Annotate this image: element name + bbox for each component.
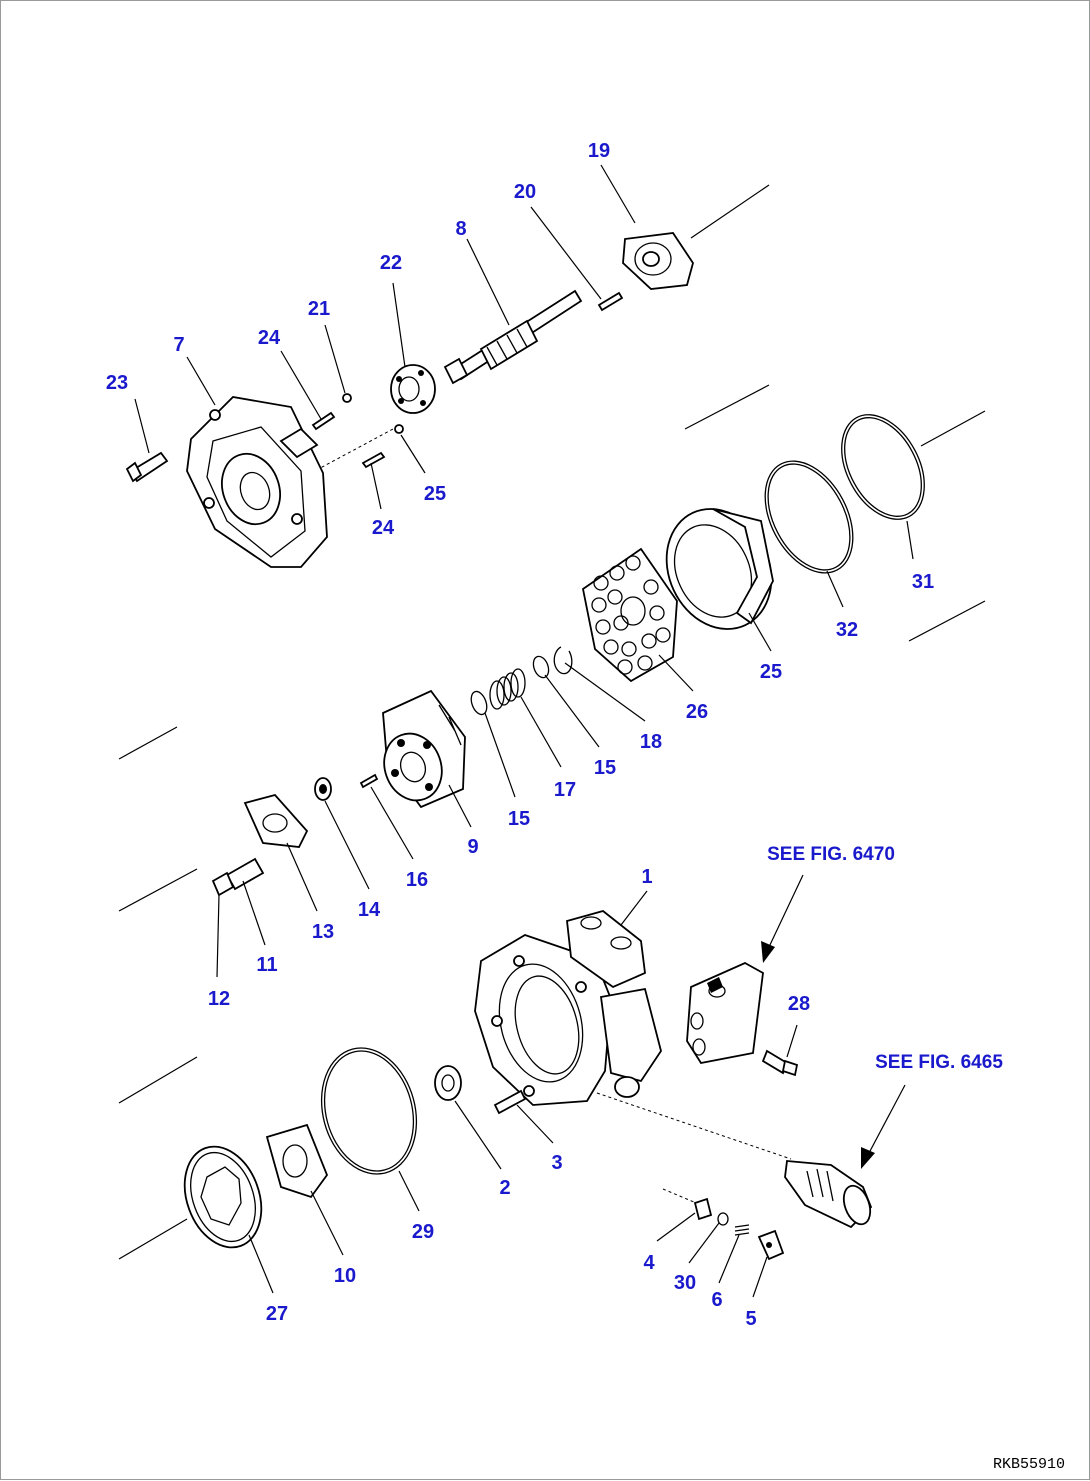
- part-25-retainer: [665, 508, 774, 630]
- part-27-brake-disc: [183, 1145, 263, 1249]
- callout-7: 7: [173, 334, 184, 356]
- part-21-ring: [342, 393, 352, 403]
- callout-4: 4: [643, 1252, 655, 1274]
- part-14-washer: [314, 777, 332, 801]
- callout-3: 3: [551, 1152, 562, 1174]
- part-30-o-ring: [717, 1212, 729, 1226]
- part-16-pin: [359, 773, 379, 789]
- part-25-ring: [394, 424, 404, 434]
- part-6-spring: [734, 1224, 750, 1236]
- callout-27: 27: [266, 1303, 288, 1325]
- leader-lines: [134, 164, 914, 1298]
- callout-10: 10: [334, 1265, 356, 1287]
- part-1-case: [474, 910, 662, 1106]
- callout-labels: 1 2 3 4 5 6 7 8 9 10 11 12 13 14 15 15 1…: [106, 140, 934, 1330]
- part-17-spring: [489, 668, 526, 710]
- part-29-o-ring: [320, 1047, 418, 1175]
- part-20-pin: [597, 291, 624, 312]
- callout-28: 28: [788, 993, 810, 1015]
- callout-12: 12: [208, 988, 230, 1010]
- part-8-shaft: [443, 289, 583, 385]
- callout-23: 23: [106, 372, 128, 394]
- part-13-plate: [243, 793, 309, 848]
- callout-8: 8: [455, 218, 466, 240]
- callout-25-upper: 25: [424, 483, 446, 505]
- callout-2: 2: [499, 1177, 510, 1199]
- reference-fig-6470: SEE FIG. 6470: [767, 844, 895, 865]
- callout-16: 16: [406, 869, 428, 891]
- part-4-valve: [693, 1197, 713, 1221]
- part-3-pin: [493, 1089, 527, 1115]
- callout-17: 17: [554, 779, 576, 801]
- callout-24-lower: 24: [372, 517, 395, 539]
- callout-21: 21: [308, 298, 330, 320]
- part-2-bearing: [434, 1065, 462, 1101]
- part-12-plug: [211, 871, 235, 897]
- callout-20: 20: [514, 181, 536, 203]
- part-28-bolt: [761, 1049, 799, 1077]
- callout-1: 1: [641, 866, 652, 888]
- callout-24-upper: 24: [258, 327, 281, 349]
- axis-lines: [118, 184, 986, 1260]
- part-10-plate: [265, 1123, 329, 1199]
- reference-arrows: [761, 874, 906, 1169]
- callout-30: 30: [674, 1272, 696, 1294]
- part-9-cylinder-block: [382, 689, 466, 809]
- callout-31: 31: [912, 571, 934, 593]
- callout-11: 11: [256, 954, 277, 976]
- part-31-o-ring: [841, 414, 925, 520]
- callout-26: 26: [686, 701, 708, 723]
- speed-sensor: [784, 1160, 873, 1229]
- callout-14: 14: [358, 899, 381, 921]
- callout-32: 32: [836, 619, 858, 641]
- part-5-plug: [757, 1229, 785, 1261]
- callout-15-upper: 15: [594, 757, 616, 779]
- part-18-clip: [553, 646, 573, 675]
- drawing-code: RKB55910: [993, 1456, 1065, 1473]
- reference-fig-6465: SEE FIG. 6465: [875, 1052, 1003, 1073]
- part-32-o-ring: [764, 460, 854, 574]
- part-23-bolt: [125, 451, 169, 483]
- part-7-cover: [186, 396, 328, 568]
- callout-5: 5: [745, 1308, 756, 1330]
- callout-9: 9: [467, 836, 478, 858]
- callout-6: 6: [711, 1289, 722, 1311]
- callout-18: 18: [640, 731, 662, 753]
- callout-13: 13: [312, 921, 334, 943]
- part-19-plate: [622, 232, 694, 290]
- part-15-ring: [470, 655, 550, 716]
- callout-29: 29: [412, 1221, 434, 1243]
- callout-15-lower: 15: [508, 808, 530, 830]
- callout-22: 22: [380, 252, 402, 274]
- callout-25-lower: 25: [760, 661, 782, 683]
- callout-19: 19: [588, 140, 610, 162]
- part-22-bearing: [390, 364, 436, 414]
- part-24-pins: [311, 411, 386, 469]
- part-26-piston-assembly: [582, 547, 678, 683]
- valve-block: [686, 961, 764, 1064]
